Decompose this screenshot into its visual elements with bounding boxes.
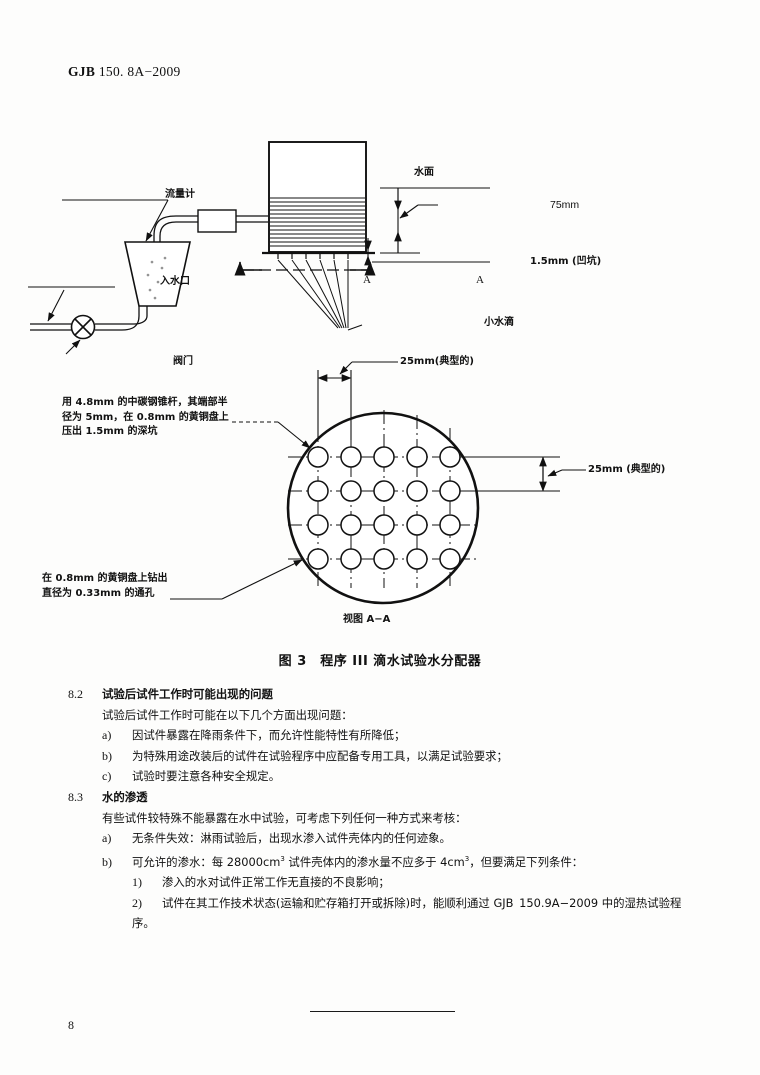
section-mark-left-a: A: [363, 274, 371, 286]
list-item-text: 试验时要注意各种安全规定。: [132, 769, 281, 784]
dimple-dimension-label: 1.5mm (凹坑): [530, 256, 602, 267]
superscript-cube-1: 3: [280, 854, 285, 863]
pitch-right-dimension: 25mm (典型的): [588, 464, 666, 475]
water-inlet-label: 入水口: [160, 276, 190, 287]
list-item: b) 为特殊用途改装后的试件在试验程序中应配备专用工具，以满足试验要求；: [68, 746, 693, 767]
list-marker: 2): [132, 895, 142, 910]
list-item: 2)试件在其工作技术状态(运输和贮存箱打开或拆除)时，能顺利通过 GJB 150…: [68, 893, 693, 934]
drilled-hole-note: 在 0.8mm 的黄铜盘上钻出直径为 0.33mm 的通孔: [42, 573, 168, 599]
view-a-a-label: 视图 A−A: [343, 614, 391, 625]
figure-caption: 图 3 程序 III 滴水试验水分配器: [278, 654, 482, 669]
list-item-text: 因试件暴露在降雨条件下，而允许性能特性有所降低；: [132, 728, 406, 743]
list-item: b)可允许的渗水：每 28000cm3 试件壳体内的渗水量不应多于 4cm3，但…: [68, 849, 693, 872]
section-8-2-lead: 试验后试件工作时可能在以下几个方面出现问题：: [102, 707, 353, 722]
section-number: 8.2: [68, 687, 83, 701]
list-marker: a): [102, 831, 112, 846]
list-item-text: 无条件失效：淋雨试验后，出现水渗入试件壳体内的任何迹象。: [132, 831, 451, 846]
droplet-label: 小水滴: [484, 317, 514, 328]
list-marker: b): [102, 854, 112, 869]
footer-rule: [310, 1011, 455, 1012]
section-title: 水的渗透: [102, 789, 148, 804]
pitch-top-dimension: 25mm(典型的): [400, 356, 474, 367]
section-heading-8-2: 8.2 试验后试件工作时可能出现的问题: [68, 684, 693, 705]
superscript-cube-2: 3: [464, 854, 470, 863]
section-mark-right-a: A: [476, 274, 484, 286]
standard-prefix: GJB: [68, 64, 96, 79]
figure-3-drawing: [28, 141, 586, 605]
page-number: 8: [68, 1018, 74, 1032]
seepage-text-part-1: 可允许的渗水：每 28000cm: [132, 854, 281, 869]
section-heading-8-3: 8.3 水的渗透: [68, 787, 693, 808]
height-dimension-75mm: 75mm: [550, 199, 580, 211]
section-number: 8.3: [68, 789, 83, 804]
standard-number: 150. 8A−2009: [98, 64, 181, 79]
water-surface-label: 水面: [414, 167, 434, 178]
list-item-text: 为特殊用途改装后的试件在试验程序中应配备专用工具，以满足试验要求；: [132, 748, 508, 763]
list-marker: c): [102, 769, 112, 784]
list-item-text: 可允许的渗水：每 28000cm3 试件壳体内的渗水量不应多于 4cm3，但要满…: [132, 855, 583, 869]
figure-3: 流量计 入水口 阀门 水面 75mm 1.5mm (凹坑) A A 小水滴 25…: [0, 110, 760, 670]
seepage-text-part-2: 试件壳体内的渗水量不应多于 4cm: [284, 854, 465, 869]
seepage-text-part-3: ，但要满足下列条件：: [469, 854, 584, 869]
flow-meter-label: 流量计: [165, 189, 195, 200]
list-item: a) 无条件失效：淋雨试验后，出现水渗入试件壳体内的任何迹象。: [68, 828, 693, 849]
list-marker: 1): [132, 875, 142, 890]
list-marker: b): [102, 748, 112, 763]
list-item: c) 试验时要注意各种安全规定。: [68, 766, 693, 787]
list-item: 1) 渗入的水对试件正常工作无直接的不良影响；: [68, 872, 693, 893]
valve-label: 阀门: [173, 356, 193, 367]
running-header: GJB 150. 8A−2009: [68, 64, 181, 80]
cone-punch-note: 用 4.8mm 的中碳钢锥杆，其端部半径为 5mm，在 0.8mm 的黄铜盘上压…: [62, 397, 229, 437]
list-item-text: 试件在其工作技术状态(运输和贮存箱打开或拆除)时，能顺利通过 GJB 150.9…: [132, 895, 682, 931]
body-text: 8.2 试验后试件工作时可能出现的问题 试验后试件工作时可能在以下几个方面出现问题…: [68, 684, 693, 934]
section-title: 试验后试件工作时可能出现的问题: [102, 687, 273, 701]
section-8-3-lead: 有些试件较特殊不能暴露在水中试验，可考虑下列任何一种方式来考核：: [102, 810, 467, 825]
list-item-text: 渗入的水对试件正常工作无直接的不良影响；: [162, 875, 390, 890]
list-marker: a): [102, 728, 112, 743]
list-item: a) 因试件暴露在降雨条件下，而允许性能特性有所降低；: [68, 725, 693, 746]
